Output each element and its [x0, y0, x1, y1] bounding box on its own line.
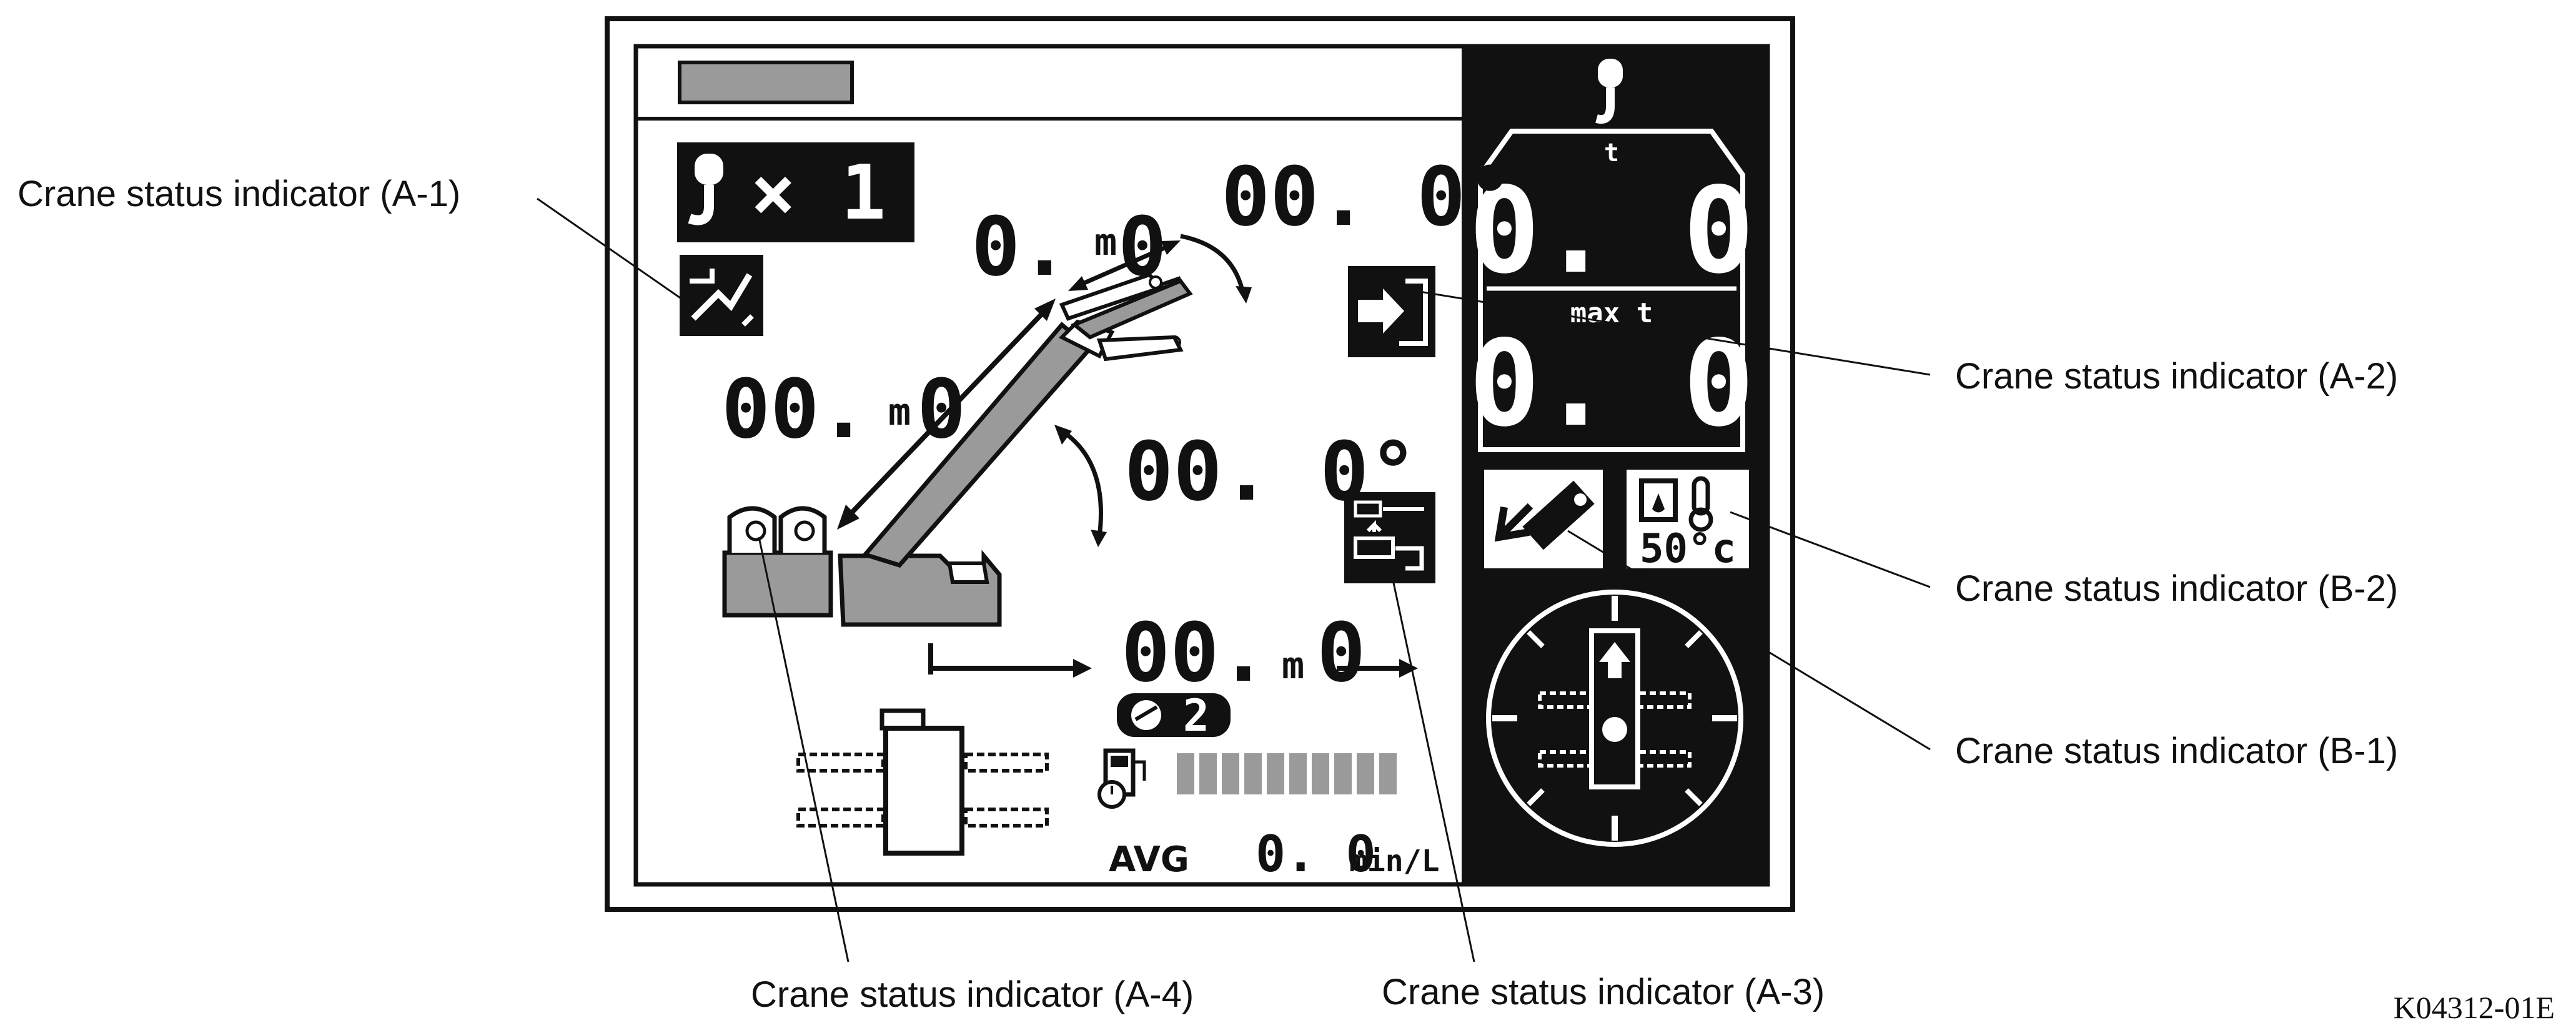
fuel-bar-segment	[1222, 753, 1239, 794]
oil-temperature-value: 50°c	[1640, 526, 1736, 572]
fuel-bar-segment	[1244, 753, 1262, 794]
callout-b2: Crane status indicator (B-2)	[1955, 568, 2398, 609]
max-load-label: max t	[1570, 297, 1653, 329]
gear-number: 2	[1183, 690, 1209, 741]
crane-status-indicator-a1	[680, 255, 763, 336]
max-load-value: 0. 0	[1469, 315, 1755, 453]
callout-a2: Crane status indicator (A-2)	[1955, 356, 2398, 397]
gear-badge: 2	[1117, 690, 1231, 741]
status-bar-gray	[678, 61, 854, 104]
load-value: 0. 0	[1469, 162, 1755, 300]
boom-angle-top-value: 00. 0°	[1221, 149, 1515, 244]
callout-a3: Crane status indicator (A-3)	[1382, 972, 1825, 1012]
fuel-bar-segment	[1177, 753, 1194, 794]
fuel-bar-segment	[1334, 753, 1352, 794]
avg-label: AVG	[1109, 839, 1189, 880]
boom-length-top-unit: m	[1094, 220, 1117, 264]
avg-unit: min/L	[1349, 844, 1440, 879]
crane-status-indicator-a2	[1348, 266, 1435, 357]
hook-multiplier-display: × 1	[677, 142, 914, 242]
leader-lines	[537, 197, 1931, 962]
oil-temperature-indicator-b2: 50°c	[1627, 470, 1749, 572]
fuel-bar-segment	[1289, 753, 1307, 794]
callout-a1: Crane status indicator (A-1)	[17, 174, 460, 214]
crane-illustration	[722, 234, 1418, 678]
load-unit-label: t	[1604, 139, 1619, 167]
work-radius-unit: m	[1282, 644, 1304, 688]
fuel-bar-segment	[1199, 753, 1217, 794]
callout-a4: Crane status indicator (A-4)	[751, 974, 1194, 1015]
fuel-bar-segment	[1267, 753, 1284, 794]
fuel-bar-segment	[1312, 753, 1329, 794]
boom-length-left-value: 00. 0	[721, 362, 966, 457]
outrigger-layout-icon	[796, 708, 1049, 856]
fuel-bar-segment	[1379, 753, 1397, 794]
fuel-pump-icon	[1097, 748, 1146, 809]
boom-angle-mid-value: 00. 0°	[1124, 424, 1418, 519]
boom-telescope-indicator-b1	[1484, 470, 1603, 568]
fuel-consumption-bar	[1177, 753, 1397, 794]
outrigger-compass	[1486, 590, 1743, 847]
callout-b1: Crane status indicator (B-1)	[1955, 731, 2398, 771]
boom-length-left-unit: m	[888, 390, 911, 434]
fuel-bar-segment	[1357, 753, 1374, 794]
hook-multiplier-value: × 1	[751, 150, 886, 237]
figure-code: K04312-01E	[2394, 990, 2555, 1025]
work-radius-value: 00. 0	[1121, 605, 1365, 700]
avg-value: 0. 0	[1256, 825, 1376, 883]
hook-icon	[1595, 59, 1623, 124]
